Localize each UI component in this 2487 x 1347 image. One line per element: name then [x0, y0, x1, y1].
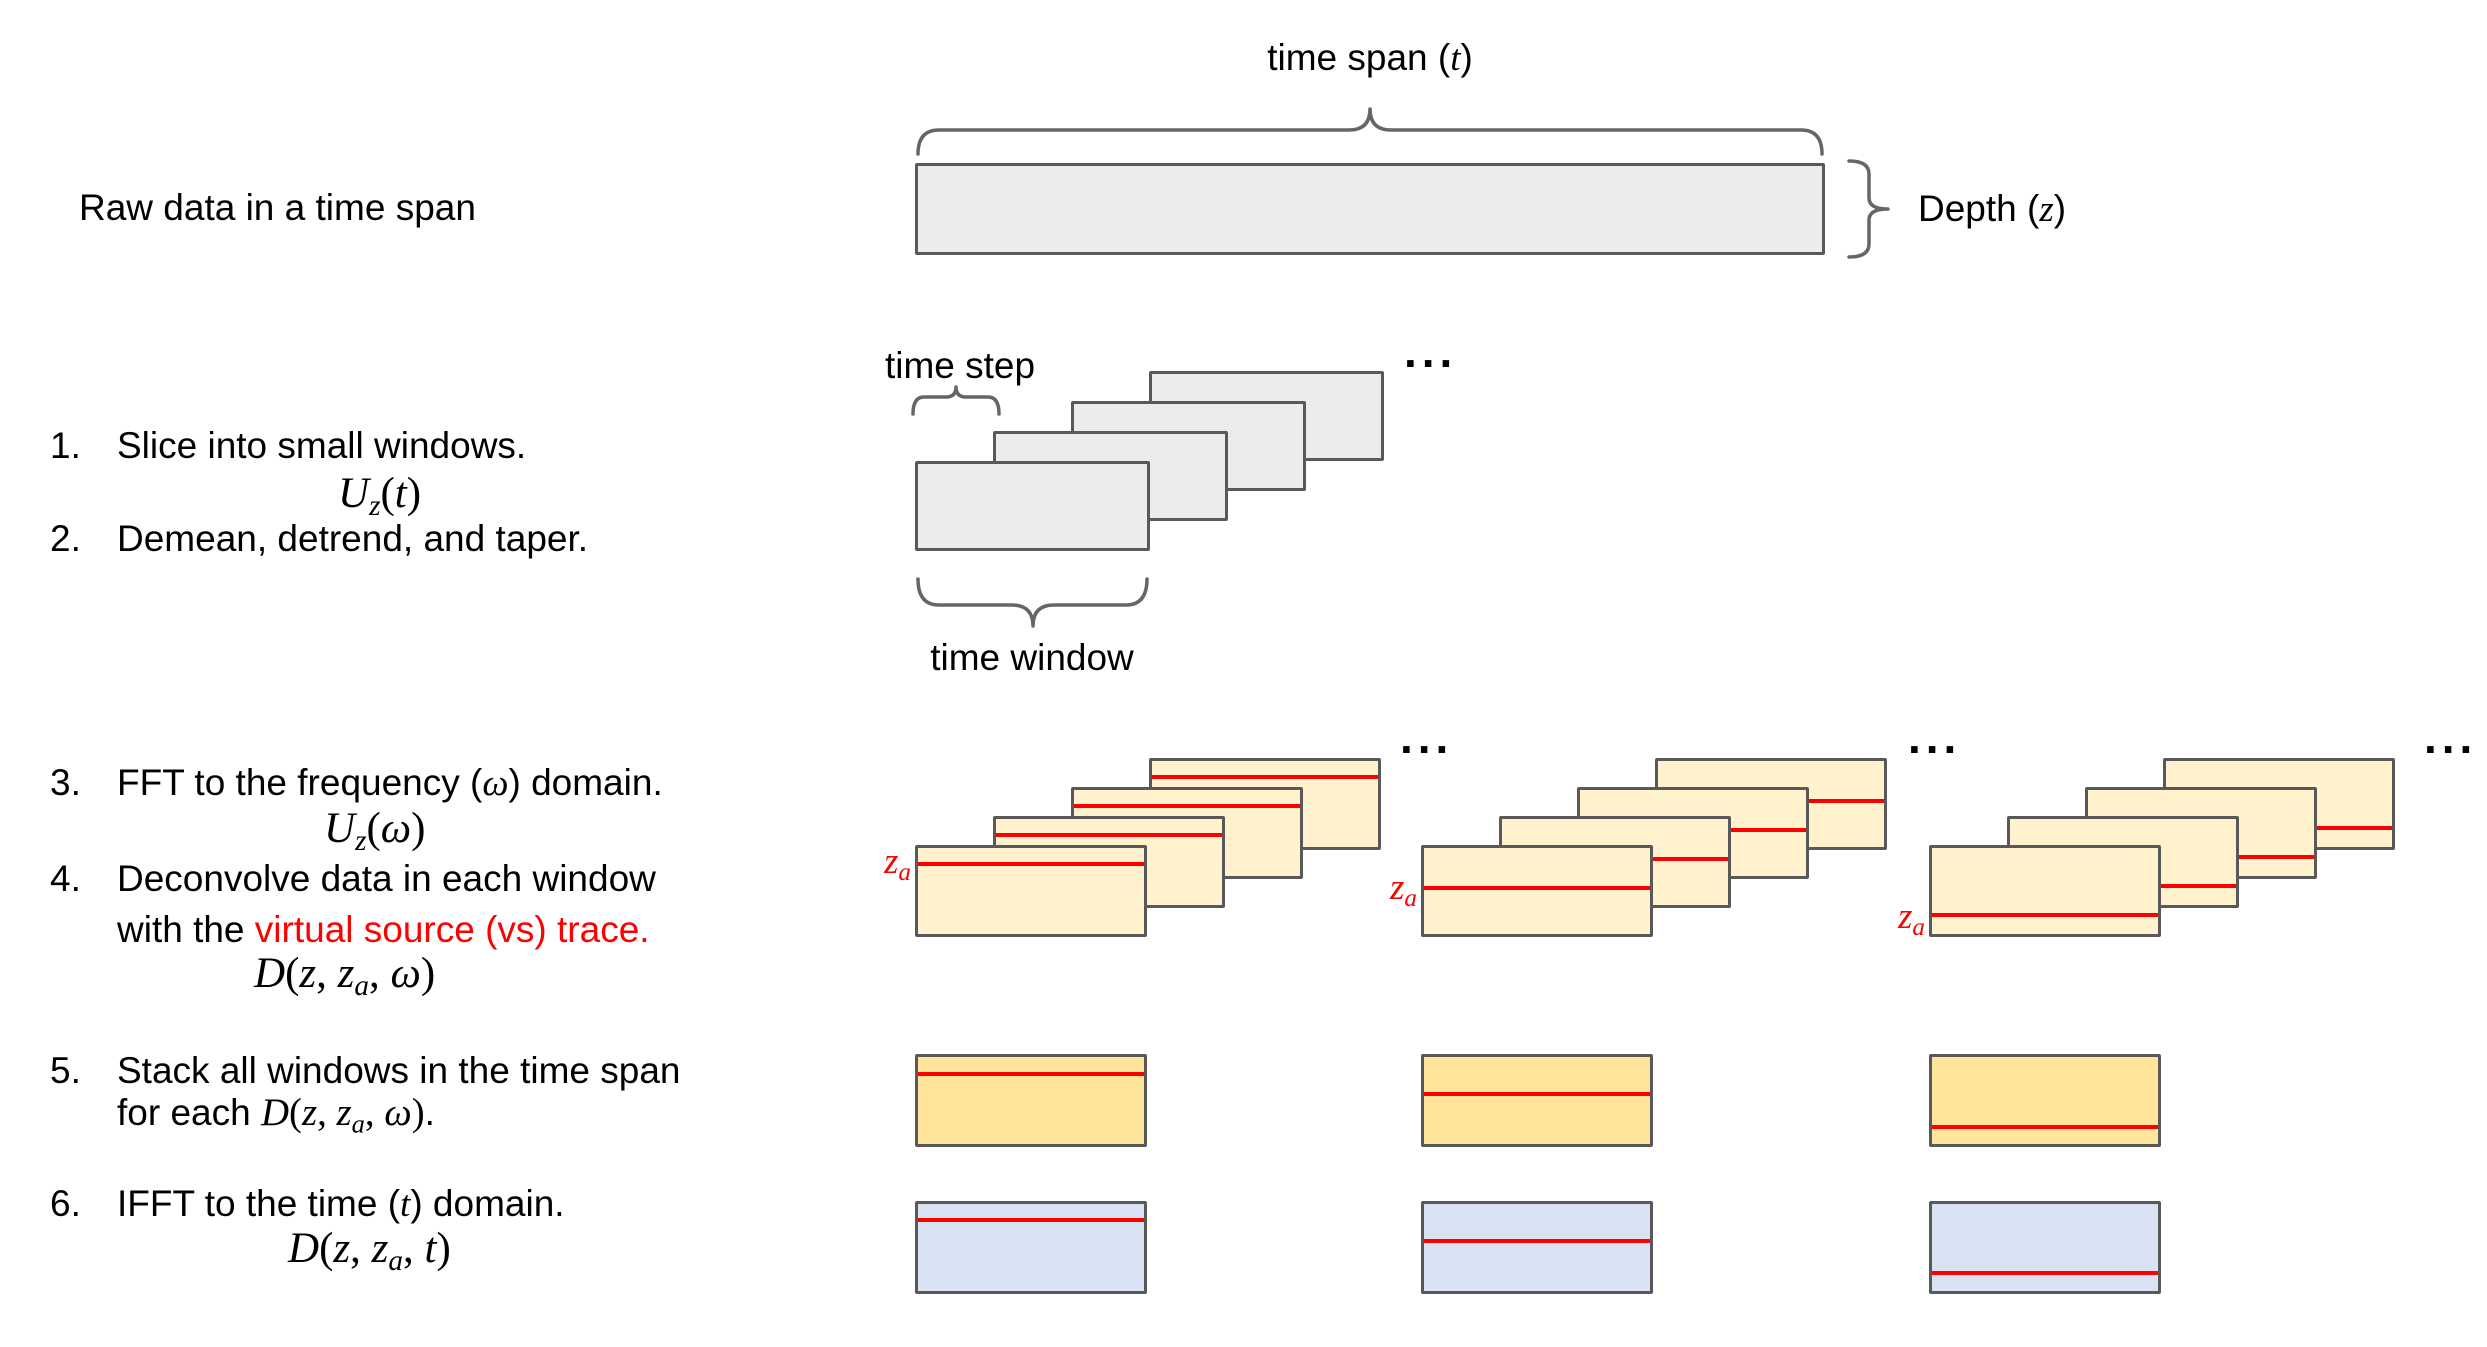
virtual-source-line — [1932, 1271, 2158, 1275]
depth-label: Depth (z) — [1918, 188, 2067, 230]
step-4-number: 4. — [50, 858, 81, 899]
deconv-window-box — [1929, 845, 2161, 937]
step-5: 5. Stack all windows in the time span — [50, 1049, 681, 1093]
step-3-number: 3. — [50, 762, 81, 803]
time-window-box — [915, 461, 1150, 551]
formula-uz-omega: Uz(ω) — [324, 805, 426, 858]
ellipsis: ... — [2424, 711, 2478, 763]
formula-d-z-za-t: D(z, za, t) — [288, 1225, 451, 1278]
stacked-window-box — [915, 1054, 1147, 1147]
virtual-source-line — [918, 1218, 1144, 1222]
deconv-window-box — [915, 845, 1147, 937]
virtual-source-line — [1424, 1092, 1650, 1096]
stacked-window-box — [1929, 1054, 2161, 1147]
virtual-source-line — [1932, 1125, 2158, 1129]
time-step-label: time step — [884, 345, 1036, 386]
virtual-source-line — [1932, 913, 2158, 917]
depth-brace — [1847, 159, 1890, 259]
virtual-source-line — [1424, 1239, 1650, 1243]
deconv-window-box — [1421, 845, 1653, 937]
step-5b-text: for each D(z, za, ω). — [117, 1091, 435, 1139]
time-span-overbrace — [916, 107, 1824, 156]
step-6-text: IFFT to the time (t) domain. — [117, 1183, 565, 1225]
step-4: 4. Deconvolve data in each window — [50, 857, 656, 901]
step-2: 2. Demean, detrend, and taper. — [50, 517, 588, 561]
ifft-window-box — [1929, 1201, 2161, 1294]
ifft-window-box — [915, 1201, 1147, 1294]
step-3: 3. FFT to the frequency (ω) domain. — [50, 761, 663, 806]
virtual-source-line — [1424, 886, 1650, 890]
virtual-source-line — [918, 862, 1144, 866]
raw-data-label: Raw data in a time span — [79, 187, 476, 228]
raw-data-box — [915, 163, 1825, 255]
step-5-number: 5. — [50, 1050, 81, 1091]
virtual-source-line — [1152, 775, 1378, 779]
virtual-source-line — [996, 833, 1222, 837]
step-1-text: Slice into small windows. — [117, 425, 527, 466]
stacked-window-box — [1421, 1054, 1653, 1147]
step-5-continued: for each D(z, za, ω). — [50, 1091, 435, 1139]
step-2-text: Demean, detrend, and taper. — [117, 518, 589, 559]
virtual-source-line — [918, 1072, 1144, 1076]
step-6-number: 6. — [50, 1183, 81, 1224]
ellipsis: ... — [1404, 325, 1458, 377]
step-1-number: 1. — [50, 425, 81, 466]
ifft-window-box — [1421, 1201, 1653, 1294]
time-span-label: time span (t) — [1267, 37, 1473, 79]
za-depth-label: za — [884, 841, 911, 887]
step-4b-text: with the virtual source (vs) trace. — [117, 909, 650, 950]
step-1: 1. Slice into small windows. — [50, 424, 526, 468]
formula-uz-t: Uz(t) — [338, 470, 422, 523]
step-2-number: 2. — [50, 518, 81, 559]
virtual-source-line — [1074, 804, 1300, 808]
step-4-text: Deconvolve data in each window — [117, 858, 656, 899]
step-6: 6. IFFT to the time (t) domain. — [50, 1182, 565, 1227]
time-window-label: time window — [930, 637, 1134, 678]
formula-d-z-za-omega: D(z, za, ω) — [254, 950, 436, 1003]
time-window-underbrace — [916, 577, 1149, 628]
ellipsis: ... — [1400, 711, 1454, 763]
step-4-continued: with the virtual source (vs) trace. — [50, 908, 650, 952]
time-step-overbrace — [911, 385, 1001, 416]
ellipsis: ... — [1908, 711, 1962, 763]
step-5-text: Stack all windows in the time span — [117, 1050, 681, 1091]
za-depth-label: za — [1898, 896, 1925, 942]
step-3-text: FFT to the frequency (ω) domain. — [117, 762, 663, 804]
za-depth-label: za — [1390, 867, 1417, 913]
